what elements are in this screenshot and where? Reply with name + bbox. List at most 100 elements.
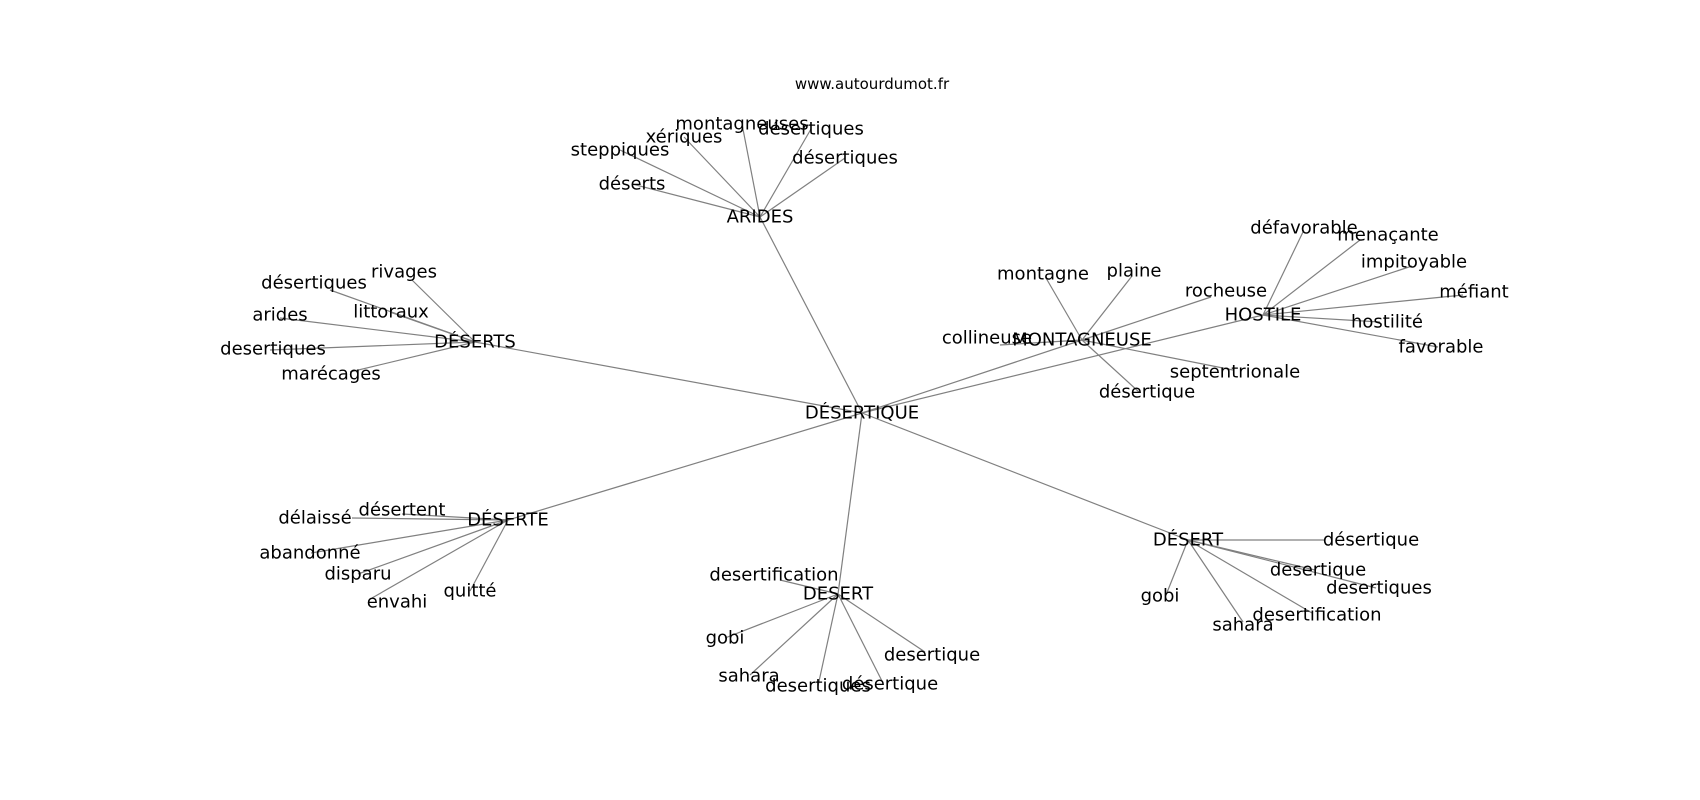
edge-desert-plain-3 [817, 593, 839, 687]
leaf-word-desert-plain-5[interactable]: desertique [884, 645, 980, 666]
leaf-word-desert-accent-3[interactable]: gobi [1141, 586, 1180, 607]
leaf-word-deserts-0[interactable]: rivages [371, 262, 437, 283]
leaf-word-desert-plain-0[interactable]: desertification [709, 565, 838, 586]
edge-arides-4 [759, 157, 846, 218]
edge-deserte-3 [357, 519, 509, 575]
edge-desert-plain-1 [724, 593, 839, 639]
leaf-word-montagneuse-3[interactable]: collineuse [942, 328, 1032, 349]
edge-desert-accent-3 [1165, 539, 1189, 596]
edge-center-hostile [861, 314, 1264, 414]
edge-montagneuse-0 [1045, 277, 1083, 341]
edge-hostile-2 [1262, 265, 1413, 316]
edge-montagneuse-2 [1081, 296, 1212, 341]
leaf-word-montagneuse-0[interactable]: montagne [997, 264, 1089, 285]
edge-center-deserts [474, 341, 863, 414]
edge-deserts-3 [279, 317, 476, 343]
edge-arides-2 [759, 128, 812, 218]
leaf-word-montagneuse-1[interactable]: plaine [1107, 261, 1162, 282]
edge-arides-0 [741, 123, 761, 218]
leaf-word-arides-3[interactable]: steppiques [571, 140, 670, 161]
leaf-word-hostile-5[interactable]: favorable [1399, 337, 1484, 358]
hub-word-hostile[interactable]: HOSTILE [1225, 305, 1302, 326]
edge-center-montagneuse [861, 339, 1083, 414]
edge-deserte-5 [371, 519, 509, 599]
leaf-word-deserte-5[interactable]: envahi [367, 592, 428, 613]
leaf-word-deserte-3[interactable]: disparu [324, 564, 391, 585]
edge-hostile-0 [1262, 231, 1304, 316]
edge-arides-3 [619, 149, 761, 218]
leaf-word-desert-accent-1[interactable]: desertique [1270, 560, 1366, 581]
edge-center-desert-plain [837, 412, 863, 595]
edge-hostile-4 [1262, 314, 1381, 323]
hub-word-desert-plain[interactable]: DESERT [803, 584, 874, 605]
leaf-word-arides-1[interactable]: xériques [646, 127, 723, 148]
edge-desert-plain-2 [749, 593, 839, 676]
leaf-word-hostile-1[interactable]: menaçante [1337, 225, 1439, 246]
edge-montagneuse-3 [999, 339, 1083, 346]
leaf-word-deserts-3[interactable]: arides [252, 305, 307, 326]
leaf-word-montagneuse-2[interactable]: rocheuse [1185, 281, 1267, 302]
edge-deserte-2 [310, 519, 509, 554]
leaf-word-deserts-2[interactable]: littoraux [353, 302, 429, 323]
hub-word-desert-accent[interactable]: DÉSERT [1153, 529, 1224, 551]
edge-deserts-5 [349, 341, 476, 373]
leaf-word-deserte-4[interactable]: quitté [443, 581, 496, 602]
center-word[interactable]: DÉSERTIQUE [805, 402, 919, 424]
edge-montagneuse-5 [1081, 339, 1140, 393]
leaf-word-hostile-4[interactable]: hostilité [1351, 312, 1423, 333]
edge-hostile-1 [1262, 239, 1361, 316]
leaf-word-deserts-4[interactable]: desertiques [220, 339, 326, 360]
edge-center-arides [759, 216, 863, 414]
leaf-word-deserts-5[interactable]: marécages [281, 364, 380, 385]
edge-deserts-4 [269, 341, 476, 351]
edge-deserte-1 [351, 517, 509, 521]
edge-montagneuse-1 [1081, 275, 1133, 341]
leaf-word-desert-accent-5[interactable]: desertification [1252, 605, 1381, 626]
leaf-word-arides-0[interactable]: montagneuses [675, 114, 808, 135]
edge-center-desert-accent [861, 412, 1189, 541]
edge-hostile-3 [1262, 294, 1464, 316]
leaf-word-arides-4[interactable]: désertiques [792, 148, 898, 169]
leaf-word-montagneuse-4[interactable]: septentrionale [1170, 362, 1300, 383]
leaf-word-arides-5[interactable]: déserts [599, 174, 666, 195]
hub-word-deserts[interactable]: DÉSERTS [434, 331, 516, 353]
edge-montagneuse-4 [1081, 339, 1234, 371]
edge-desert-plain-0 [779, 579, 839, 595]
edge-deserte-0 [401, 513, 509, 521]
edge-hostile-5 [1262, 314, 1439, 348]
edge-deserts-0 [411, 279, 476, 343]
edge-desert-accent-4 [1187, 539, 1244, 623]
leaf-word-desert-plain-4[interactable]: désertique [842, 674, 938, 695]
leaf-word-deserte-0[interactable]: désertent [359, 500, 446, 521]
edge-desert-accent-5 [1187, 539, 1313, 614]
hub-word-montagneuse[interactable]: MONTAGNEUSE [1012, 330, 1152, 351]
hub-word-deserte[interactable]: DÉSERTE [467, 509, 549, 531]
leaf-word-arides-2[interactable]: désertiques [758, 119, 864, 140]
edge-arides-1 [683, 136, 761, 218]
leaf-word-hostile-0[interactable]: défavorable [1250, 218, 1357, 239]
edge-desert-accent-2 [1187, 539, 1377, 589]
edge-desert-plain-5 [837, 593, 926, 653]
leaf-word-desert-accent-2[interactable]: desertiques [1326, 578, 1432, 599]
leaf-word-hostile-2[interactable]: impitoyable [1361, 252, 1467, 273]
edge-arides-5 [631, 183, 761, 218]
hub-word-arides[interactable]: ARIDES [727, 207, 794, 228]
edge-deserte-4 [469, 519, 509, 592]
leaf-word-montagneuse-5[interactable]: désertique [1099, 382, 1195, 403]
leaf-word-desert-plain-2[interactable]: sahara [718, 666, 779, 687]
edge-deserts-2 [389, 311, 476, 343]
leaf-word-deserte-1[interactable]: délaissé [278, 508, 351, 529]
leaf-word-desert-plain-3[interactable]: desertiques [765, 676, 871, 697]
edge-center-deserte [507, 412, 863, 521]
edge-desert-plain-4 [837, 593, 884, 684]
leaf-word-desert-plain-1[interactable]: gobi [706, 628, 745, 649]
leaf-word-desert-accent-4[interactable]: sahara [1212, 615, 1273, 636]
source-watermark: www.autourdumot.fr [795, 75, 950, 93]
leaf-word-hostile-3[interactable]: méfiant [1439, 282, 1508, 303]
leaf-word-deserte-2[interactable]: abandonné [259, 543, 360, 564]
graph-edges [269, 123, 1464, 687]
leaf-word-desert-accent-0[interactable]: désertique [1323, 530, 1419, 551]
leaf-word-deserts-1[interactable]: désertiques [261, 273, 367, 294]
